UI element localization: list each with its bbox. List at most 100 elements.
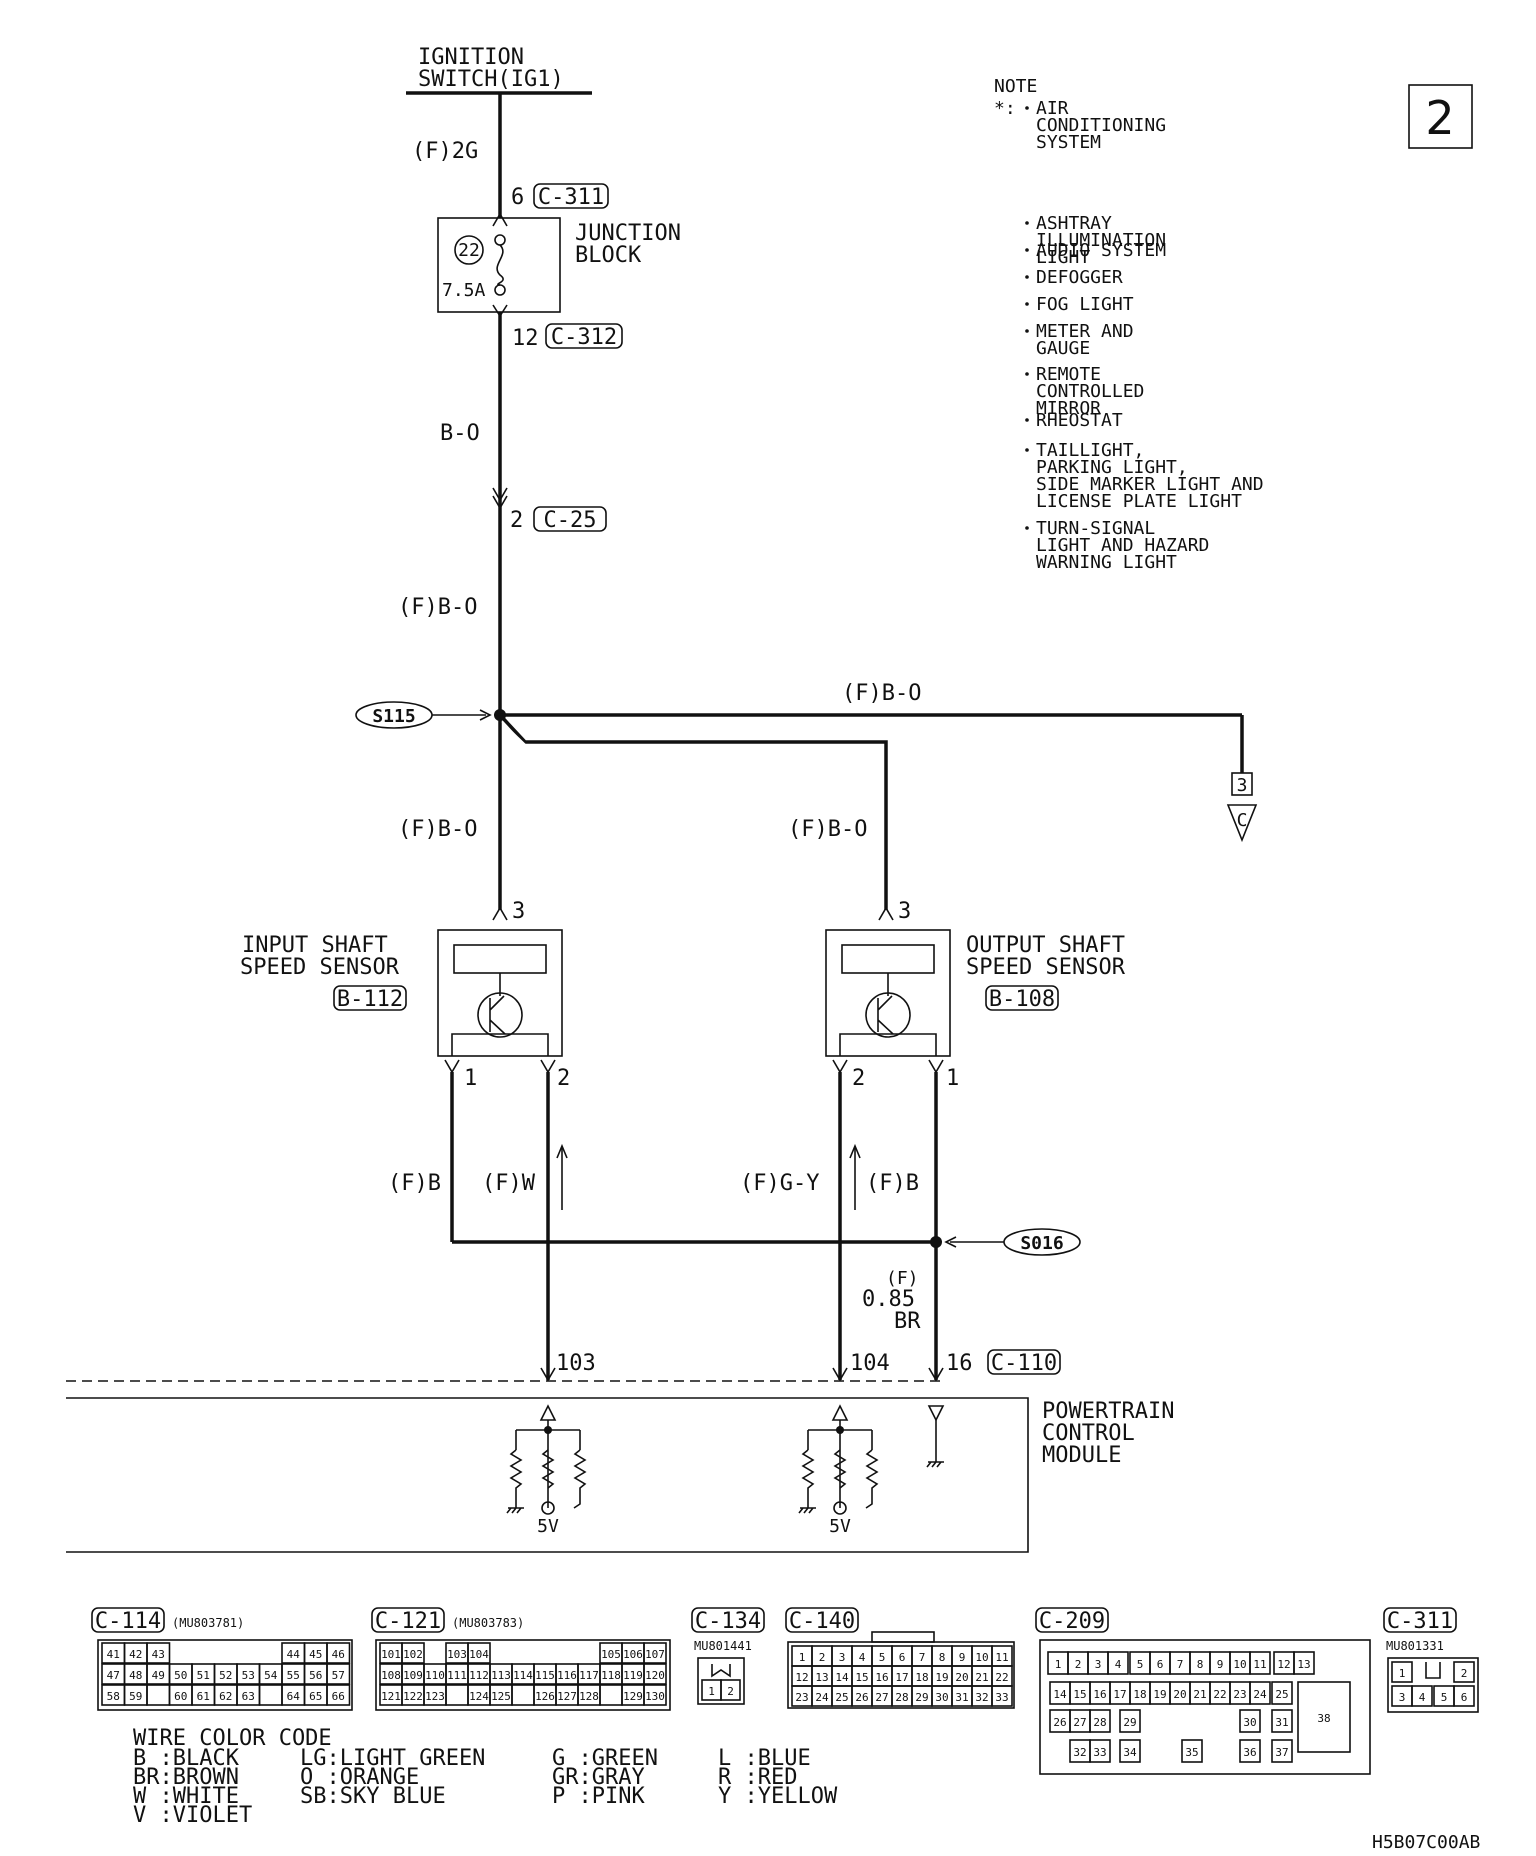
connector-pin: 127 [557,1690,577,1703]
note-bullet [1025,106,1029,110]
connector-pin: 113 [491,1669,511,1682]
wire-label-f-b-o-4: (F)B-O [788,817,867,842]
connector-pin: 16 [1093,1688,1106,1701]
connector-pin: 35 [1185,1746,1198,1759]
continuation-number-box [1231,772,1253,796]
connector-cell [720,1679,741,1701]
wire-color-code-entry: V :VIOLET [133,1803,252,1828]
input-sensor-arrow-2 [540,1059,556,1074]
connector-pin: 5 [879,1651,886,1664]
wire-color-code-title: WIRE COLOR CODE [133,1726,332,1751]
connector-cell [643,1663,667,1685]
connector-part-number: MU801441 [694,1639,752,1653]
output-sensor-title-1: OUTPUT SHAFT [966,933,1125,958]
connector-name-tag [371,1607,445,1633]
figure-code: H5B07C00AB [1372,1832,1480,1853]
connector-cell [1271,1709,1293,1733]
connector-pin: 7 [919,1651,926,1664]
connector-pin: 34 [1123,1746,1137,1759]
input-sensor-title-2: SPEED SENSOR [240,955,400,980]
connector-pin: 130 [645,1690,665,1703]
connector-cell [1249,1651,1271,1675]
connector-pin: 11 [995,1651,1008,1664]
input-sensor-title-1: INPUT SHAFT [242,933,388,958]
connector-pin: 32 [975,1691,988,1704]
note-item-line: AIR [1036,98,1069,119]
input-sensor-internal-leads [451,1033,549,1056]
note-item-line: RHEOSTAT [1036,410,1123,431]
connector-pin: 109 [403,1669,423,1682]
wire-color-code-entry: LG:LIGHT GREEN [300,1746,485,1771]
note-item-line: ASHTRAY [1036,213,1112,234]
wire-label-f-b-o-3: (F)B-O [398,817,477,842]
connector-pin: 28 [1093,1716,1106,1729]
wire-branch-output-inner [501,721,882,747]
page-number: 2 [1425,91,1454,145]
pcm-input-circuit-103 [506,1404,587,1515]
wire-color-code-entry: R :RED [718,1765,797,1790]
pcm-title-1: POWERTRAIN [1042,1399,1174,1424]
connector-pin: 126 [535,1690,555,1703]
connector-pin: 7 [1177,1658,1184,1671]
splice-s016-dot [930,1236,942,1248]
connector-part-number: (MU803783) [452,1616,524,1630]
note-item-line: LIGHT AND HAZARD [1036,535,1209,556]
pcm-arrow-16 [928,1367,944,1382]
pcm-arrow-103 [540,1367,556,1382]
connector-pin: 31 [1275,1716,1288,1729]
connector-pin: 106 [623,1648,643,1661]
connector-b108-tag [985,985,1059,1011]
wire-color-code-entry: P :PINK [552,1784,645,1809]
output-sensor-arrow-2 [832,1059,848,1074]
connector-cell [1239,1739,1261,1763]
connector-pin: 108 [381,1669,401,1682]
fuse-number-circle [454,235,484,265]
input-sensor-pin-1: 1 [464,1066,477,1091]
pcm-supply-5v-2: 5V [829,1516,851,1537]
connector-pin: 5 [1441,1691,1448,1704]
connector-pin: 17 [1113,1688,1126,1701]
connector-b108-label: B-108 [989,987,1055,1012]
connector-pin: 102 [403,1648,423,1661]
connector-cell [1453,1685,1475,1707]
connector-pin: 54 [264,1669,278,1682]
wire-label-f-b-o-2: (F)B-O [842,681,921,706]
connector-c25-label: C-25 [544,508,597,533]
connector-cell [511,1684,535,1706]
wire-color-code-entry: L :BLUE [718,1746,811,1771]
connector-pin: 10 [1233,1658,1246,1671]
connector-pin: 4 [1115,1658,1122,1671]
wire-color-code-entry: Y :YELLOW [718,1784,838,1809]
connector-pin: 44 [287,1648,301,1661]
connector-pin: 1 [1399,1667,1406,1680]
input-sensor-arrow-1 [444,1059,460,1074]
note-item-line: METER AND [1036,321,1134,342]
note-item-line: LICENSE PLATE LIGHT [1036,491,1242,512]
connector-c312-tag [545,323,623,349]
pcm-pin-104: 104 [850,1351,890,1376]
connector-pin: 19 [935,1671,948,1684]
connector-c311-label: C-311 [538,185,604,210]
connector-pin: 116 [557,1669,577,1682]
connector-pin: 16 [875,1671,888,1684]
wire-label-f2g: (F)2G [412,139,478,164]
note-item-line: TAILLIGHT, [1036,440,1144,461]
connector-c121-face [375,1639,671,1711]
wire-label-f-small: (F) [886,1268,919,1289]
connector-pin: 23 [795,1691,808,1704]
output-sensor-arrow-1 [928,1059,944,1074]
pcm-supply-5v-1: 5V [537,1516,559,1537]
continuation-triangle [1226,804,1258,843]
connector-c140-face [787,1641,1015,1709]
note-bullet [1025,275,1029,279]
wire-color-code-entry: GR:GRAY [552,1765,645,1790]
connector-pin: 41 [107,1648,120,1661]
connector-pin: 3 [1095,1658,1102,1671]
note-item-line: DEFOGGER [1036,267,1123,288]
connector-pin: 55 [287,1669,300,1682]
connector-cell [326,1684,351,1706]
input-sensor-arrow-top [492,906,508,921]
connector-cell [1411,1685,1433,1707]
connector-pin: 17 [895,1671,908,1684]
pcm-outline [66,1397,1029,1553]
